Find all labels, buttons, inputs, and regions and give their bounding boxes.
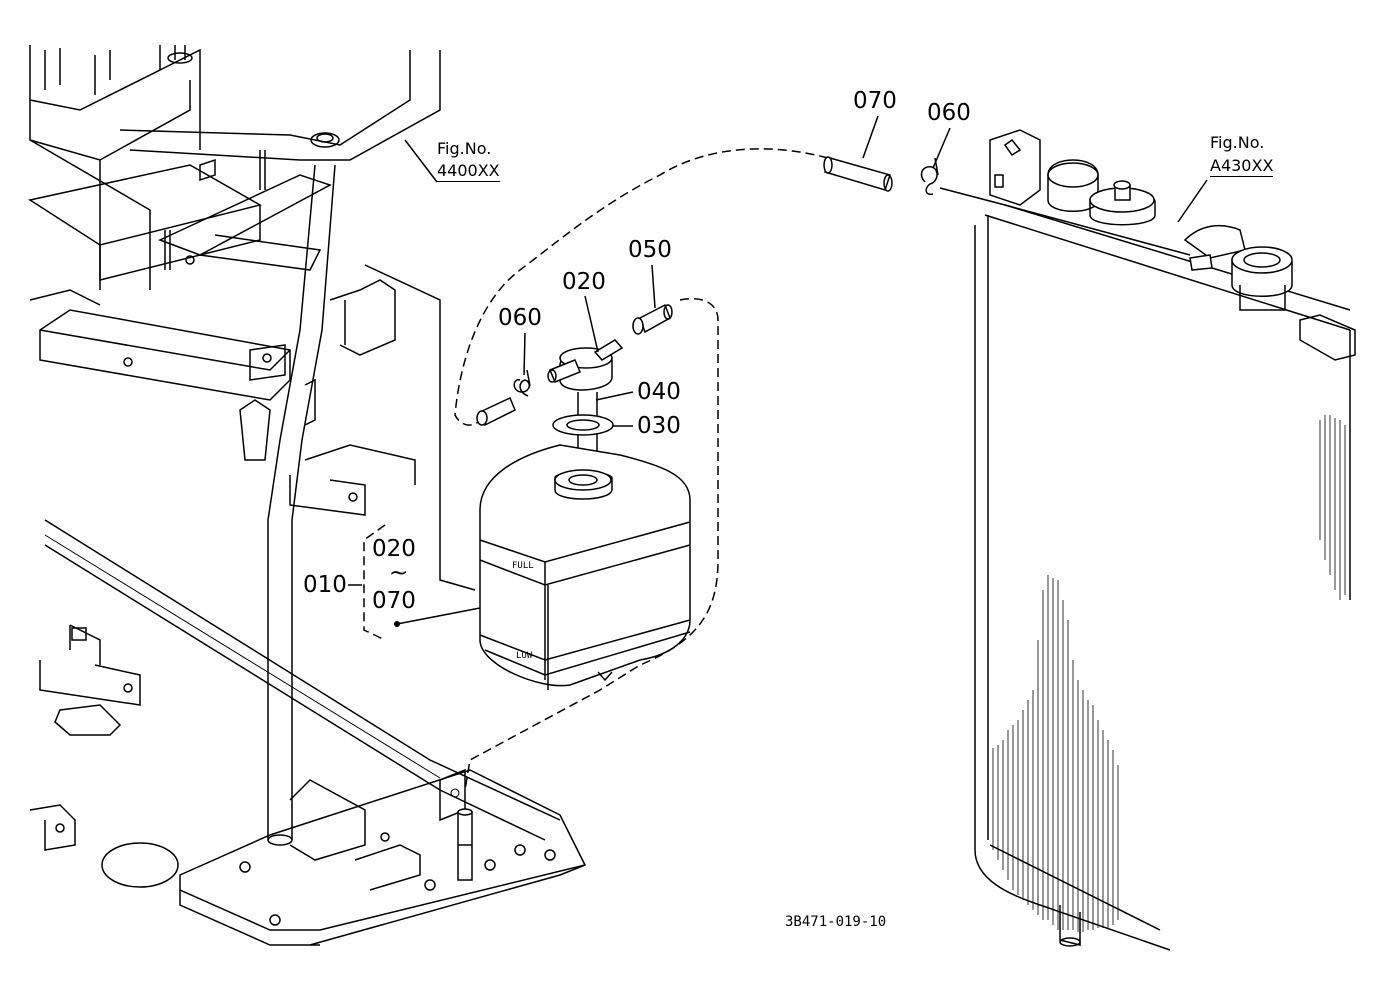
callout-070: 070 xyxy=(853,88,897,114)
leader-lines xyxy=(348,115,1208,625)
full-level-mark: FULL xyxy=(512,561,534,571)
gasket-030 xyxy=(552,414,614,436)
callout-assembly-from: 020 xyxy=(372,536,416,562)
drawing-code: 3B471-019-10 xyxy=(785,914,887,930)
callout-020: 020 xyxy=(562,269,606,295)
clip-060-mid xyxy=(513,369,531,397)
callout-assembly-to: 070 xyxy=(372,588,416,614)
callout-060-top: 060 xyxy=(927,100,971,126)
main-frame xyxy=(28,45,587,946)
reserve-tank-010 xyxy=(479,444,691,690)
hose-short xyxy=(476,396,516,427)
callout-050: 050 xyxy=(628,237,672,263)
fig-ref-a430xx-title: Fig.No. xyxy=(1210,133,1265,152)
callout-assembly-tilde: ~ xyxy=(389,560,409,586)
callout-030: 030 xyxy=(637,413,681,439)
callout-040: 040 xyxy=(637,379,681,405)
hose-070 xyxy=(823,156,893,192)
drain-fitting xyxy=(457,808,473,881)
radiator-fins xyxy=(992,415,1351,932)
fig-ref-4400xx-number[interactable]: 4400XX xyxy=(437,161,500,182)
low-level-mark: LOW xyxy=(516,651,533,661)
assembly-bracket xyxy=(363,524,386,641)
callout-060-mid: 060 xyxy=(498,305,542,331)
callout-010: 010 xyxy=(303,572,347,598)
cap-020 xyxy=(547,339,624,391)
hose-050 xyxy=(632,303,673,335)
radiator xyxy=(974,129,1356,951)
fig-ref-4400xx-title: Fig.No. xyxy=(437,139,492,158)
hose-dashed-run xyxy=(454,148,829,791)
fig-ref-a430xx-number[interactable]: A430XX xyxy=(1210,156,1274,177)
